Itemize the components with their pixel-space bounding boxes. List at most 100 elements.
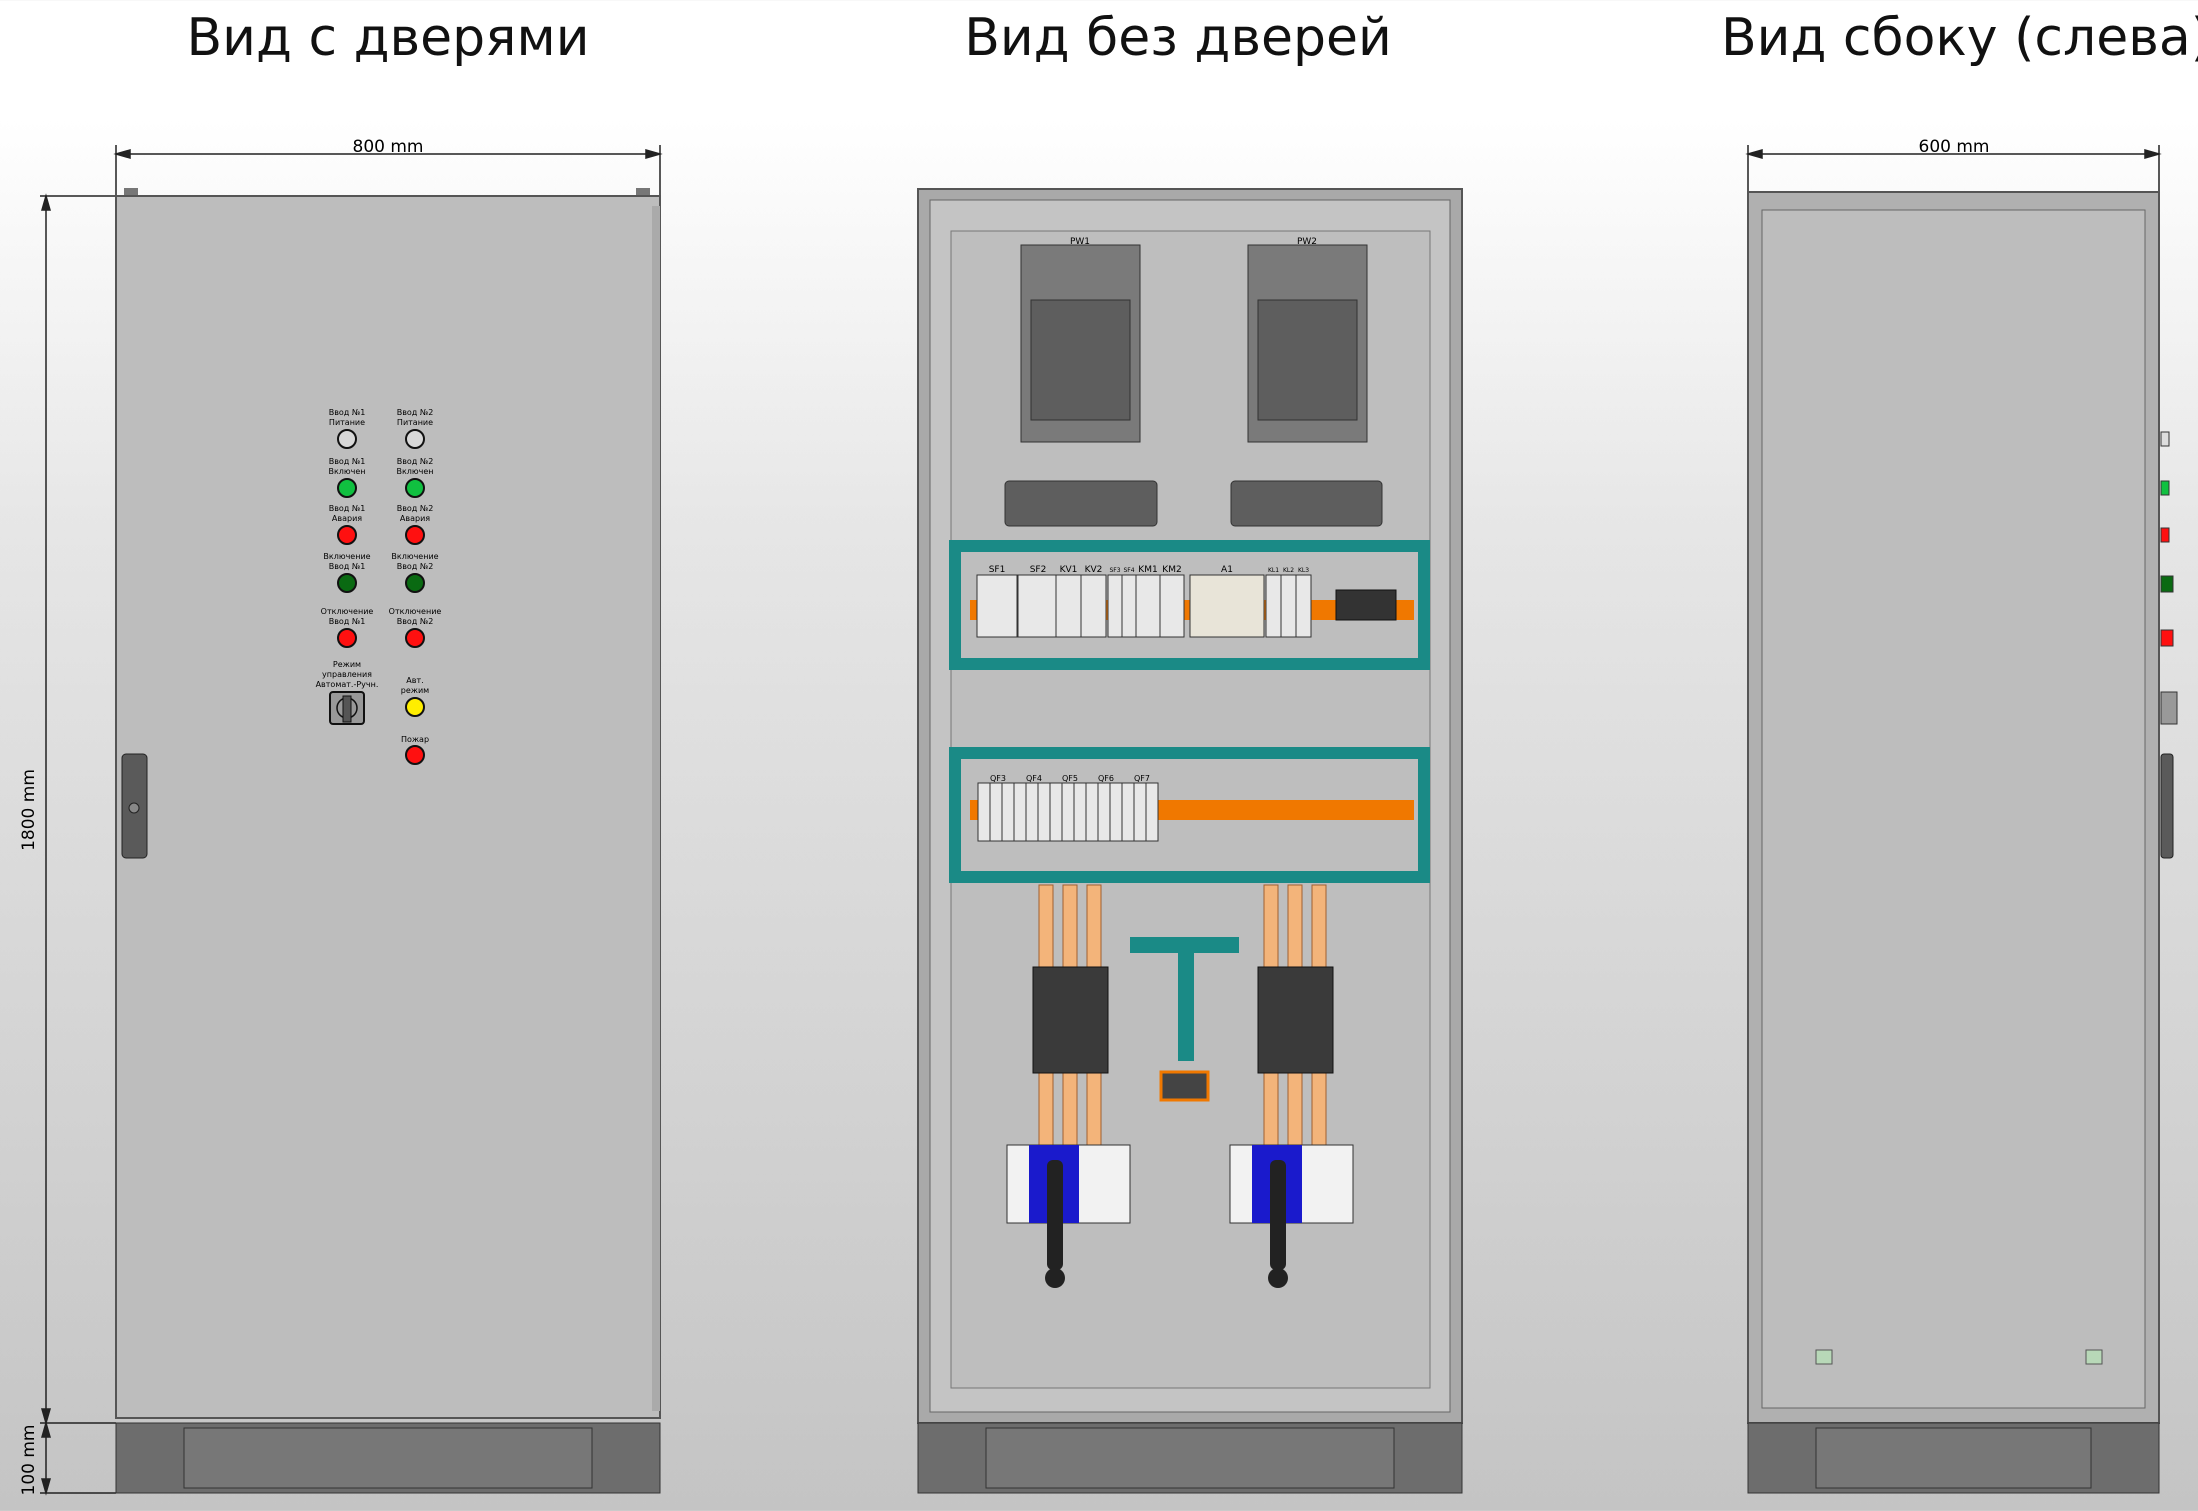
lamp-label-2: Ввод №1 [329, 562, 366, 571]
din-device [1159, 574, 1185, 638]
circuit-breaker [1001, 782, 1015, 842]
push-button[interactable] [405, 628, 425, 648]
din-frame-2 [949, 747, 1430, 883]
din-device [1280, 574, 1297, 638]
lamp-label-1: Включение [391, 552, 438, 561]
lamp-label-2: Включен [396, 467, 433, 476]
copper-busbar [1263, 1072, 1279, 1146]
plinth [917, 1422, 1463, 1494]
open-view-title: Вид без дверей [964, 8, 1392, 68]
circuit-breaker [1121, 782, 1135, 842]
door-handle[interactable] [121, 753, 148, 859]
lamp-label-2: Ввод №2 [397, 617, 434, 626]
device-label: SF4 [1123, 567, 1134, 574]
circuit-breaker [1025, 782, 1039, 842]
device-label: KL2 [1283, 567, 1294, 574]
hinge-top-right [636, 188, 650, 196]
front-width-label: 800 mm [353, 137, 424, 157]
copper-busbar [1311, 1072, 1327, 1146]
copper-busbar [1311, 884, 1327, 968]
breaker-label: QF5 [1062, 774, 1078, 783]
din-frame-1 [949, 540, 1430, 670]
circuit-breaker [1073, 782, 1087, 842]
device-label: KL3 [1298, 567, 1309, 574]
side-width-label: 600 mm [1919, 137, 1990, 157]
lamp-label-2: Ввод №1 [329, 617, 366, 626]
indicator-lamp [405, 478, 425, 498]
circuit-breaker [1145, 782, 1159, 842]
lamp-label-2: Авария [400, 514, 430, 523]
circuit-breaker [1049, 782, 1063, 842]
indicator-lamp [405, 429, 425, 449]
din-device [1135, 574, 1161, 638]
copper-busbar [1086, 1072, 1102, 1146]
circuit-breaker [1133, 782, 1147, 842]
din-device [1265, 574, 1282, 638]
copper-busbar [1038, 1072, 1054, 1146]
front-view-title: Вид с дверями [186, 8, 590, 68]
copper-busbar [1263, 884, 1279, 968]
lamp-label-1: Ввод №2 [397, 504, 434, 513]
indicator-lamp [337, 478, 357, 498]
busbar-stem [1178, 953, 1194, 1061]
side-view: 600 mm [1745, 137, 2178, 1494]
copper-busbar [1086, 884, 1102, 968]
lamp-label-1: Ввод №1 [329, 457, 366, 466]
door-edge [652, 206, 660, 1411]
front-height-label: 1800 mm [19, 769, 39, 851]
lamp-label-1: Отключение [389, 607, 442, 616]
fire-label: Пожар [401, 735, 429, 744]
device-label: SF3 [1109, 567, 1120, 574]
lamp-label-1: Включение [323, 552, 370, 561]
circuit-breaker [989, 782, 1003, 842]
height-dimension [40, 193, 116, 1496]
hinge-top-left [124, 188, 138, 196]
meter-label: PW1 [1070, 237, 1090, 247]
busbar-top [1130, 937, 1239, 953]
side-width-dimension [1745, 145, 2162, 192]
side-door-devices [2160, 431, 2178, 859]
switch-handle[interactable] [1270, 1160, 1286, 1270]
copper-busbar [1062, 1072, 1078, 1146]
circuit-breaker [1013, 782, 1027, 842]
indicator-lamp [337, 429, 357, 449]
push-button[interactable] [405, 573, 425, 593]
cabinet-door [115, 195, 661, 1419]
copper-busbar [1287, 884, 1303, 968]
lamp-label-2: Включен [328, 467, 365, 476]
push-button[interactable] [337, 573, 357, 593]
din-device [1107, 574, 1123, 638]
breaker-label: QF7 [1134, 774, 1150, 783]
din-device [1055, 574, 1082, 638]
copper-busbar [1062, 884, 1078, 968]
switch-handle-knob[interactable] [1268, 1268, 1288, 1288]
power-section [1006, 884, 1354, 1288]
din-device [1017, 574, 1059, 638]
lamp-label-2: Питание [397, 418, 433, 427]
push-button[interactable] [337, 628, 357, 648]
plinth-height-label: 100 mm [19, 1425, 39, 1496]
circuit-breaker [977, 782, 991, 842]
breaker-label: QF6 [1098, 774, 1114, 783]
terminal-strip [1335, 589, 1397, 621]
copper-busbar [1038, 884, 1054, 968]
auto-mode-label-2: режим [401, 686, 429, 695]
copper-busbar [1287, 1072, 1303, 1146]
meter-pw2: PW2 [1247, 237, 1368, 443]
device-label: KV1 [1060, 565, 1078, 575]
fire-lamp [405, 745, 425, 765]
switch-handle-knob[interactable] [1045, 1268, 1065, 1288]
selector-label-3: Автомат.-Ручн. [316, 680, 379, 689]
side-view-title: Вид сбоку (слева) [1720, 8, 2198, 68]
lamp-label-1: Ввод №1 [329, 504, 366, 513]
mode-selector[interactable] [329, 691, 365, 725]
lamp-label-1: Ввод №2 [397, 457, 434, 466]
din-device [1121, 574, 1137, 638]
lamp-label-2: Авария [332, 514, 362, 523]
switch-handle[interactable] [1047, 1160, 1063, 1270]
din-device [976, 574, 1018, 638]
